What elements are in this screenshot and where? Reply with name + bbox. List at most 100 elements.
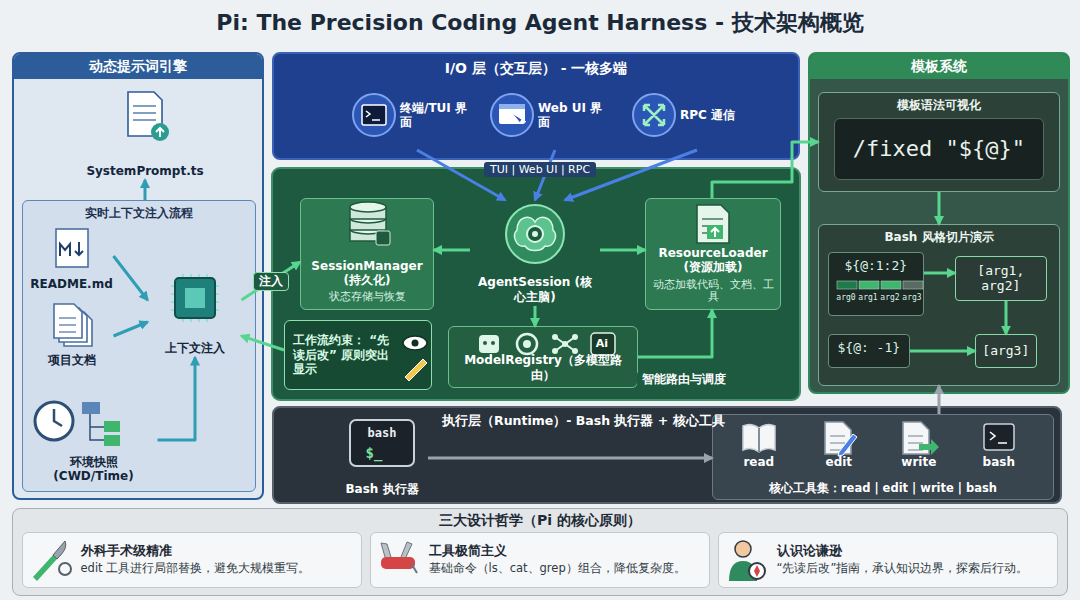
icon-shape xyxy=(376,231,390,245)
icon-shape xyxy=(838,434,857,456)
io-node: Web UI 界面 xyxy=(490,80,620,150)
label-box: Ai xyxy=(596,337,608,350)
node-heading: SystemPrompt.ts xyxy=(86,164,203,178)
label: $_ xyxy=(366,445,383,461)
icon-shape xyxy=(59,308,87,342)
label-box: TUI | Web UI | RPC xyxy=(484,162,596,177)
principle-card: 外科手术级精准edit 工具进行局部替换，避免大规模重写。 xyxy=(22,532,362,588)
icon-shape xyxy=(190,274,192,322)
node-heading: Bash 风格切片演示 xyxy=(884,230,993,244)
node-heading: AgentSession (核心主脑) xyxy=(476,275,594,304)
icon-shape xyxy=(35,402,73,440)
icon-shape xyxy=(182,274,184,322)
icon-shape xyxy=(60,242,83,256)
panel: 模板系统模板语法可视化/fixed "${@}"Bash 风格切片演示${@:1… xyxy=(808,52,1070,394)
icon-shape xyxy=(735,541,751,557)
node-heading: ${@:1:2} xyxy=(844,258,907,274)
node-heading: [arg3] xyxy=(982,343,1029,359)
icon-shape xyxy=(206,274,208,322)
node-heading: 三大设计哲学（Pi 的核心原则） xyxy=(439,512,641,529)
icon-shape xyxy=(171,285,219,287)
node-heading: ModelRegistry（多模型路由） xyxy=(455,353,631,382)
icon-shape xyxy=(350,202,386,212)
icon-shape xyxy=(350,224,386,234)
icon-shape xyxy=(903,281,923,289)
panel: 三大设计哲学（Pi 的核心原则） 外科手术级精准edit 工具进行局部替换，避免大… xyxy=(12,508,1068,596)
icon-shape xyxy=(830,435,845,436)
icon-shape xyxy=(59,563,71,575)
edge-label: 注入 xyxy=(253,272,289,291)
node-heading: /fixed "${@}" xyxy=(853,136,1025,162)
node-heading: 实时上下文注入流程 xyxy=(85,206,193,220)
icon-shape xyxy=(411,563,417,573)
node-heading: 执行层（Runtime）- Bash 执行器 + 核心工具 xyxy=(442,413,725,428)
icon-shape xyxy=(56,229,88,267)
connector xyxy=(638,310,712,357)
edge-label-box: 注入 xyxy=(253,272,289,291)
code-box: ${@:1:2} xyxy=(828,252,924,316)
node-heading: Bash 执行器 xyxy=(345,482,418,496)
runtime-bar: 执行层（Runtime）- Bash 执行器 + 核心工具 Bash 执行器 核心工… xyxy=(272,406,1062,504)
icon-shape xyxy=(133,112,156,113)
icon-shape xyxy=(754,565,760,577)
icon-shape xyxy=(984,424,1014,450)
icon-shape xyxy=(572,348,578,354)
icon-shape xyxy=(33,555,57,581)
tool-node: write xyxy=(886,418,952,474)
connector xyxy=(534,306,537,326)
icon-shape xyxy=(552,334,558,340)
icon-shape xyxy=(908,449,923,450)
icon-shape xyxy=(837,281,857,289)
icon-shape xyxy=(128,92,162,136)
label: arg3 xyxy=(902,293,921,302)
node-heading: bash xyxy=(983,455,1015,469)
icon-shape xyxy=(175,278,215,318)
icon-shape xyxy=(381,557,415,569)
icon-shape xyxy=(362,105,386,125)
node-heading: 上下文注入 xyxy=(165,341,225,355)
icon-shape xyxy=(562,341,568,347)
process-box: ResourceLoader (资源加载)动态加载代码、文档、工具 xyxy=(645,198,781,310)
icon-shape xyxy=(644,105,664,125)
icon-shape xyxy=(69,325,86,326)
icon-shape xyxy=(552,348,558,354)
tool-panel: 核心工具集：read | edit | write | bashreadedit… xyxy=(712,414,1054,500)
icon-shape xyxy=(532,231,538,237)
label-box: bash xyxy=(368,426,397,440)
core-node: AgentSession (核心主脑) xyxy=(470,200,600,306)
icon-node: 上下文注入 xyxy=(148,272,242,358)
icon xyxy=(371,533,711,589)
edge-label-box: 智能路由与调度 xyxy=(637,371,731,388)
icon-shape xyxy=(591,333,615,355)
label: Ai xyxy=(596,337,608,350)
panel: I/O 层（交互层） - 一核多端终端/TUI 界面Web UI 界面RPC 通… xyxy=(272,52,800,160)
note-box: 工作流约束： “先读后改” 原则突出显示 xyxy=(284,320,432,390)
process-box: SessionManager (持久化)状态存储与恢复 xyxy=(300,198,434,310)
icon-shape xyxy=(908,442,923,443)
icon-shape xyxy=(483,341,487,345)
node-heading: [arg1, arg2] xyxy=(962,263,1040,294)
icon-shape xyxy=(990,432,1007,443)
icon-shape xyxy=(350,207,386,219)
label: arg1 xyxy=(858,293,877,302)
icon-shape xyxy=(572,334,578,340)
icon-shape xyxy=(697,205,729,243)
icon-shape xyxy=(69,339,86,340)
icon-shape xyxy=(54,409,62,426)
icon-shape xyxy=(527,226,543,242)
icon-shape xyxy=(350,213,386,223)
result-box: [arg1, arg2] xyxy=(955,256,1047,301)
icon-shape xyxy=(64,328,81,329)
tool-node: edit xyxy=(806,418,872,474)
icon-shape xyxy=(171,293,219,295)
connector xyxy=(434,249,470,252)
icon-node: 项目文档 xyxy=(30,302,114,370)
icon-shape xyxy=(707,225,723,239)
icon-shape xyxy=(133,119,156,120)
icon-shape xyxy=(353,94,395,136)
icon-shape xyxy=(749,563,765,579)
icon-shape xyxy=(825,422,851,454)
diagram-title: Pi: The Precision Coding Agent Harness -… xyxy=(0,10,1080,36)
node-heading: ${@: -1} xyxy=(837,340,900,356)
